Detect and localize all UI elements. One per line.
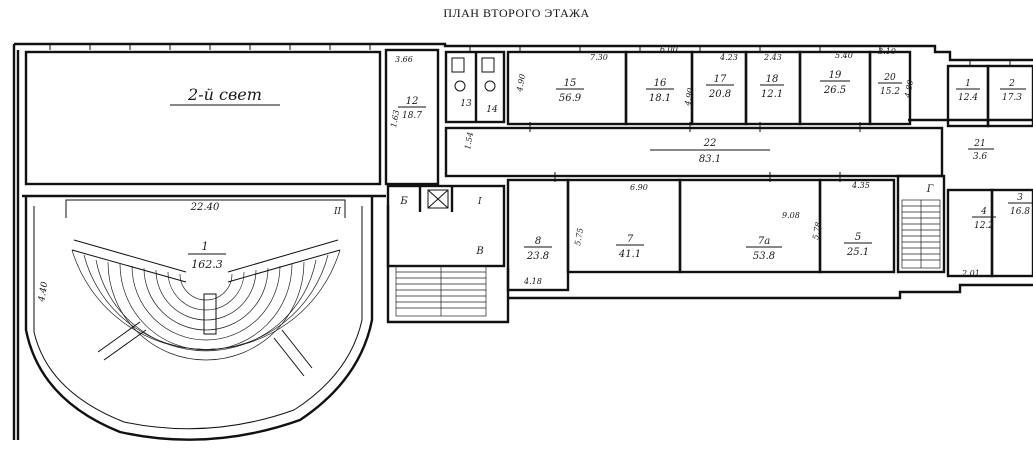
room-7-area: 41.1 — [618, 249, 641, 260]
room-22-area: 83.1 — [699, 154, 721, 165]
dim-3-66: 3.66 — [395, 55, 413, 64]
dim-4-35: 4.35 — [851, 181, 870, 190]
dim-6-90: 6.90 — [630, 183, 648, 192]
room-22-number: 22 — [703, 138, 717, 149]
room-19-area: 26.5 — [823, 85, 846, 96]
dim-3-10: 3.10 — [878, 47, 896, 56]
mark-ii: II — [333, 207, 342, 217]
room-8-number: 8 — [535, 236, 541, 247]
stair-b-label: Б — [399, 196, 408, 207]
dim-4-40: 4.40 — [37, 281, 51, 304]
dim-1-63: 1.63 — [389, 109, 401, 128]
room-east-3-area: 16.8 — [1010, 207, 1030, 217]
room-20-number: 20 — [883, 73, 896, 83]
room-13-number: 13 — [460, 99, 472, 109]
east-rooms: 1 12.4 2 17.3 21 3.6 4 12.2 3 16.8 2.01 — [946, 64, 1033, 278]
stair-g-label: Г — [926, 184, 934, 195]
south-rooms: 6.90 9.08 4.35 4.18 5.75 5.78 8 23.8 7 4… — [506, 178, 896, 292]
room-18-number: 18 — [766, 74, 779, 85]
stair-g: Г — [896, 174, 946, 274]
room-12-area: 18.7 — [402, 111, 422, 121]
room-19-number: 19 — [829, 70, 842, 81]
stair-steps-v — [395, 265, 487, 317]
room-15-number: 15 — [564, 78, 577, 89]
north-rooms: 7.30 6.00 4.23 2.43 5.40 3.10 4.90 4.90 … — [506, 45, 915, 126]
room-15-area: 56.9 — [559, 93, 582, 104]
dim-22-40: 22.40 — [190, 202, 220, 213]
auditorium-seat-rows — [71, 249, 341, 361]
room-16-number: 16 — [654, 78, 667, 89]
dim-9-08: 9.08 — [782, 211, 800, 220]
room-14-number: 14 — [486, 105, 498, 115]
room-second-light: 2-й свет — [24, 50, 382, 186]
stair-b-v: Б I В — [386, 184, 506, 317]
plan-title: ПЛАН ВТОРОГО ЭТАЖА — [443, 6, 590, 20]
room-21-area: 3.6 — [973, 152, 988, 162]
room-1-auditorium: 1 162.3 22.40 II 4.40 — [22, 194, 386, 441]
dim-4-90-b: 4.90 — [683, 87, 695, 107]
dim-2-43: 2.43 — [763, 53, 782, 62]
room-east-3-number: 3 — [1017, 193, 1023, 203]
room-east-4-number: 4 — [980, 207, 987, 217]
room-1-number: 1 — [202, 240, 209, 253]
dim-4-90-a: 4.90 — [515, 73, 527, 93]
room-13-14: 13 14 — [444, 50, 506, 124]
dim-4-80: 4.80 — [903, 79, 915, 99]
room-east-1-area: 12.4 — [958, 93, 978, 103]
room-east-2-number: 2 — [1008, 79, 1015, 89]
room-21-number: 21 — [973, 139, 985, 149]
mark-i: I — [477, 197, 482, 207]
dim-5-40: 5.40 — [835, 51, 853, 60]
dim-5-78: 5.78 — [811, 221, 823, 240]
room-second-light-label: 2-й свет — [187, 85, 262, 104]
stair-v-label: В — [475, 246, 483, 257]
room-17-number: 17 — [714, 74, 727, 85]
room-east-4-area: 12.2 — [974, 221, 994, 231]
dim-6-00: 6.00 — [660, 45, 678, 54]
dim-1-54: 1.54 — [463, 131, 475, 150]
room-east-1-number: 1 — [965, 79, 971, 89]
room-5-number: 5 — [855, 232, 861, 243]
room-17-area: 20.8 — [708, 89, 731, 100]
dim-4-23: 4.23 — [719, 53, 738, 62]
room-22-corridor: 1.54 22 83.1 — [444, 122, 944, 182]
outer-walls — [12, 42, 1033, 440]
room-16-area: 18.1 — [649, 93, 671, 104]
room-18-area: 12.1 — [761, 89, 783, 100]
room-12: 3.66 12 18.7 1.63 — [384, 48, 440, 186]
room-7a-number: 7а — [758, 236, 770, 247]
room-5-area: 25.1 — [846, 247, 869, 258]
room-8-area: 23.8 — [526, 251, 549, 262]
window-marks — [49, 44, 1011, 66]
room-1-area: 162.3 — [191, 258, 223, 271]
room-7a-area: 53.8 — [753, 251, 775, 262]
room-12-number: 12 — [406, 96, 419, 107]
room-20-area: 15.2 — [880, 87, 900, 97]
dim-4-18: 4.18 — [523, 277, 542, 286]
room-7-number: 7 — [627, 234, 634, 245]
dim-2-01: 2.01 — [961, 269, 980, 278]
dim-5-75: 5.75 — [573, 227, 585, 246]
room-east-2-area: 17.3 — [1002, 93, 1022, 103]
dim-7-30: 7.30 — [590, 53, 608, 62]
